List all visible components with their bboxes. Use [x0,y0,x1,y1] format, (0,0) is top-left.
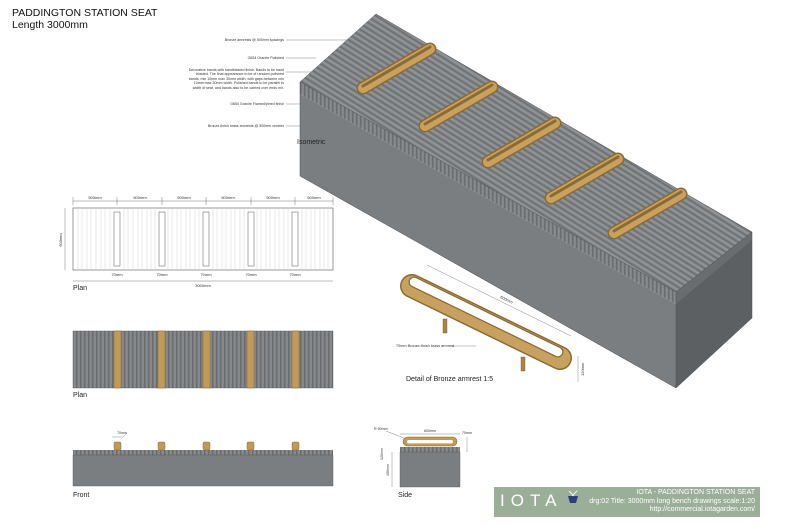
iso-armrest-2 [418,80,499,133]
label-detail: Detail of Bronze armrest 1:5 [406,376,494,383]
iso-front-face [300,94,676,388]
plan-depth-dim: 600mm [58,233,63,247]
plan-armrest-dim-3: 70mm [200,272,212,277]
note-granite-polished: G654 Granite Polished [247,56,284,60]
front-armrest-dim: 70mm [117,431,127,435]
note-granite-flamed: G654 Granite Flamed/pined finish [230,102,284,106]
note-armrest-centres: Bronze-finish brass armrests @ 500mm cen… [207,124,284,128]
side-left-dim: 120mm [380,448,384,460]
label-plan-top: Plan [73,285,88,292]
plan-armrest-dim-1: 70mm [111,272,123,277]
side-width-dim: 600mm [424,429,436,433]
label-front: Front [73,492,90,499]
side-height-dim: 450mm [386,464,390,476]
iso-armrest-1 [356,42,437,95]
label-side: Side [398,492,413,499]
drawing-title: PADDINGTON STATION SEAT Length 3000mm [12,7,157,31]
plan-dim-6: 500mm [307,195,321,200]
iso-front-band [300,82,676,304]
plan-dim-3: 500mm [177,195,191,200]
iso-armrest-3 [481,116,562,169]
note-decorative-bands: Decorative bands with sandblasted finish… [188,68,284,90]
label-plan-bottom: Plan [73,392,88,399]
plan-armrest-dim-2: 70mm [156,272,168,277]
detail-armrest-note: 70mm Bronze-finish brass armrest [396,344,455,348]
title-block-line3[interactable]: http://commercial.iotagarden.com/ [649,506,755,514]
plan-total-dim: 3000mm [195,283,211,288]
iso-armrests [356,42,688,240]
plan-armrest-dim-4: 70mm [245,272,257,277]
note-armrest-spacing: Bronze armrests @ 500mm spacings [224,38,284,42]
drawing-title-line1: PADDINGTON STATION SEAT [12,7,158,19]
plan-dim-2: 500mm [133,195,147,200]
label-isometric: Isometric [297,139,326,146]
iota-logo: IOTA [500,491,563,510]
drawing-title-line2: Length 3000mm [12,19,88,31]
side-top-dim: 70mm [462,431,472,435]
plan-outline [72,207,334,271]
plan-dim-4: 500mm [221,195,235,200]
plan-dim-1: 500mm [88,195,102,200]
iso-armrest-4 [544,152,625,205]
title-block: IOTA IOTA - PADDINGTON STATION SEAT drg:… [494,487,760,517]
plant-pot-icon [568,490,578,503]
detail-length-dim: 600mm [500,294,515,305]
plan-dim-5: 500mm [266,195,280,200]
detail-height-dim: 120mm [580,362,585,376]
plan-armrest-dim-5: 70mm [289,272,301,277]
title-block-line2: drg:02 Title: 3000mm long bench drawings… [589,497,755,505]
iso-end-face [676,232,752,388]
plan-dimension-lines [64,197,334,282]
title-block-line1: IOTA - PADDINGTON STATION SEAT [636,489,755,496]
side-radius-dim: R 60mm [374,427,388,431]
iso-armrest-5 [607,187,688,240]
